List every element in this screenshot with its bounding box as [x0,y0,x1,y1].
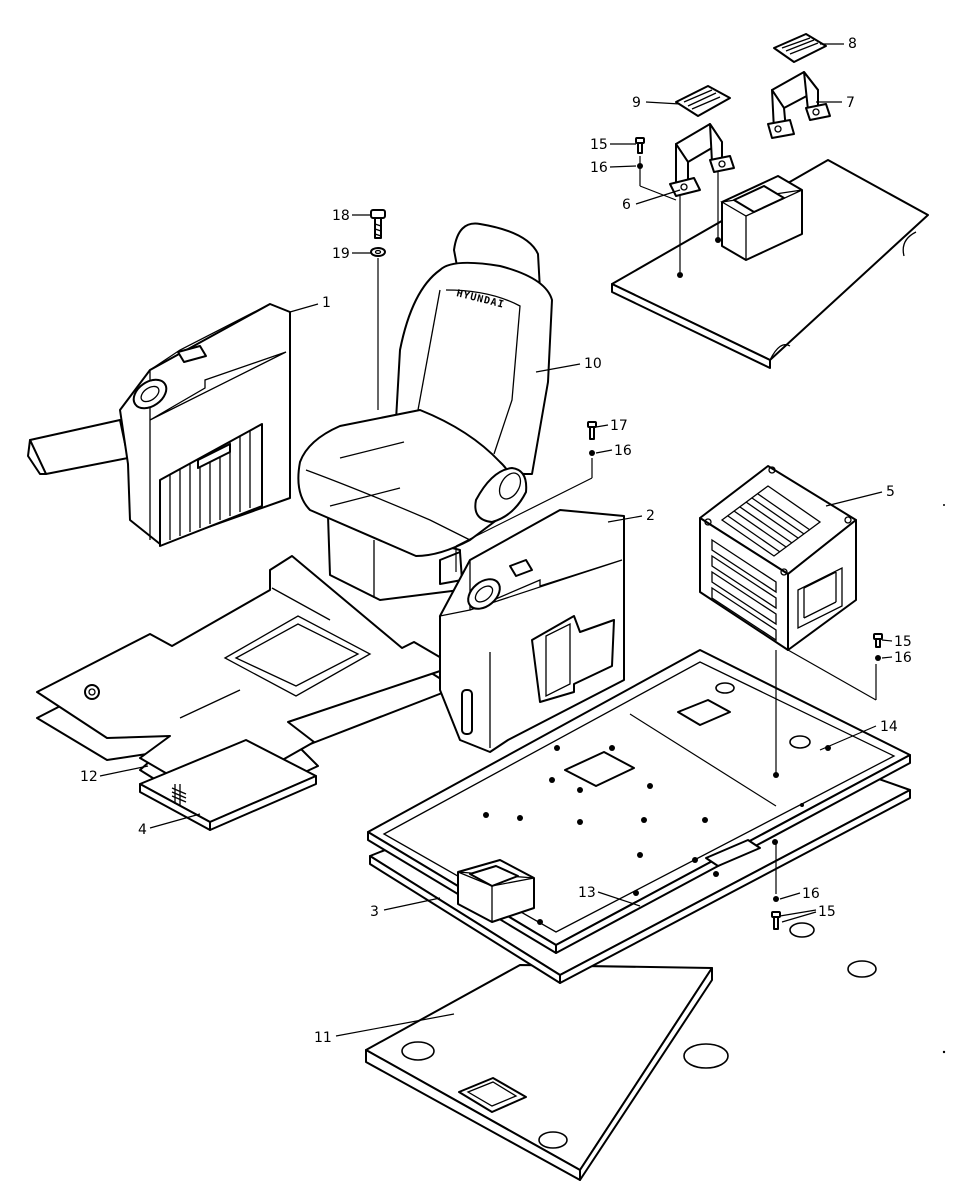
callout-16-bottom: 16 [802,886,820,902]
washer-16-mid [589,450,595,456]
washer-16-bottom [773,896,779,902]
callout-3: 3 [370,904,379,920]
washer-19 [370,247,386,257]
callout-13: 13 [578,885,596,901]
callout-19: 19 [332,246,350,262]
floor-pad [139,739,317,831]
callout-labels: 1 2 3 4 5 6 7 8 9 10 11 12 13 14 15 16 1… [80,36,912,1046]
pedal-bracket-7 [767,71,831,139]
callout-16-mid: 16 [614,443,632,459]
right-console [438,509,625,753]
callout-17: 17 [610,418,628,434]
pedal-bracket-6 [669,123,735,197]
callout-15-right: 15 [894,634,912,650]
bolt-15-right [873,633,883,648]
pedal-platform [611,159,929,369]
callout-12: 12 [80,769,98,785]
scan-marks [942,504,946,1054]
bolt-15-bottom [771,911,781,930]
leader-lines [99,43,893,1037]
callout-15-top: 15 [590,137,608,153]
callout-18: 18 [332,208,350,224]
bolt-18 [370,209,386,239]
base-plate [365,922,877,1181]
callout-8: 8 [848,36,857,52]
electrical-box [699,465,857,651]
callout-7: 7 [846,95,855,111]
bolt-17 [587,421,597,440]
operator-seat: HYUNDAI [297,222,553,601]
pedal-pad-8 [773,33,827,63]
callout-11: 11 [314,1030,332,1046]
callout-14: 14 [880,719,898,735]
callout-6: 6 [622,197,631,213]
callout-9: 9 [632,95,641,111]
bolt-15-top [635,137,645,154]
callout-2: 2 [646,508,655,524]
callout-15-bottom: 15 [818,904,836,920]
callout-1: 1 [322,295,331,311]
callout-4: 4 [138,822,147,838]
floor-mat [36,555,456,816]
callout-10: 10 [584,356,602,372]
callout-16-right: 16 [894,650,912,666]
washer-16-right [875,655,881,661]
assembly-lines [377,156,877,894]
callout-16-top: 16 [590,160,608,176]
callout-5: 5 [886,484,895,500]
left-console [27,303,291,547]
floor-box [457,859,535,923]
pedal-pad-9 [675,85,731,117]
floor-plate-holes [483,745,831,925]
